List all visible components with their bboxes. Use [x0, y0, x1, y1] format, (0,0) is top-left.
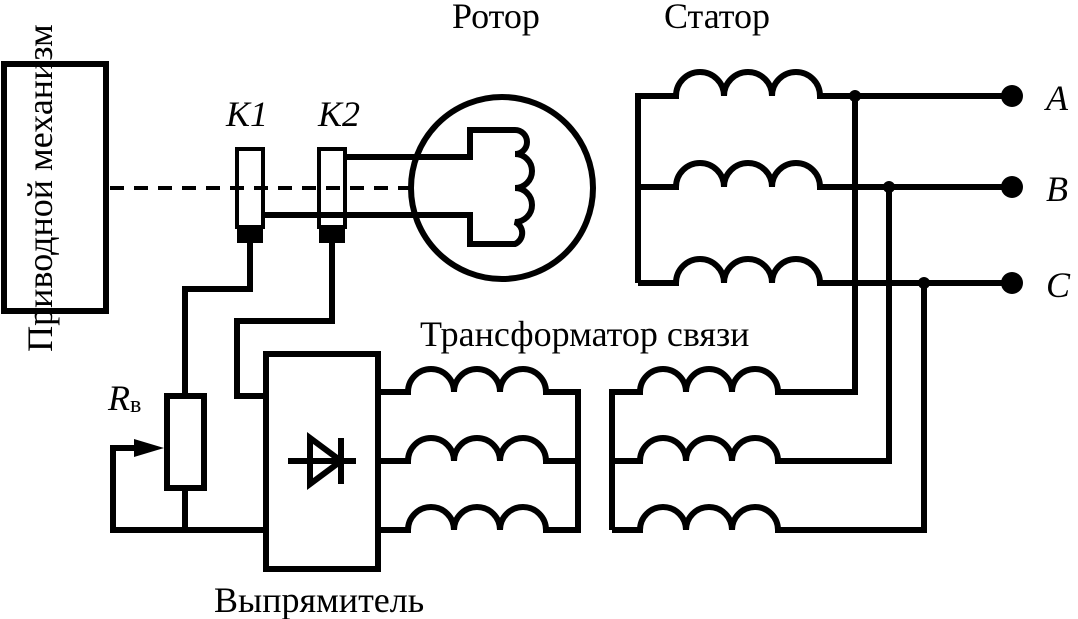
resistor-loop-wire [110, 445, 188, 533]
phase-b-label: B [1046, 169, 1068, 209]
rectifier-label: Выпрямитель [214, 580, 424, 619]
terminal-a [1001, 85, 1023, 107]
rotor-label: Ротор [452, 0, 540, 36]
junction-dot [849, 90, 861, 102]
phase-c-label: C [1046, 265, 1071, 305]
terminal-b [1001, 176, 1023, 198]
resistor-wiper-arrow [134, 439, 164, 457]
wire-k2-rectifier [234, 243, 335, 399]
rotor-winding [263, 127, 535, 247]
k2-label: K2 [317, 94, 360, 134]
phase-a-label: A [1044, 78, 1069, 118]
transformer-winding-left [378, 366, 581, 533]
terminal-c [1001, 272, 1023, 294]
brush-k1 [237, 227, 263, 243]
diode-icon [288, 432, 356, 490]
junction-dot [918, 277, 930, 289]
brush-k2 [319, 227, 345, 243]
drive-mechanism-label: Приводной механизм [20, 24, 60, 352]
stator-windings [635, 69, 1012, 286]
rotor-circle [408, 94, 596, 282]
transformer-label: Трансформатор связи [420, 314, 749, 354]
wire-k1-resistor [182, 243, 253, 396]
drive-mechanism-box [1, 61, 109, 314]
k1-label: K1 [225, 94, 268, 134]
stator-label: Статор [664, 0, 770, 36]
field-resistor [164, 393, 207, 491]
junction-dot [883, 181, 895, 193]
transformer-winding-right [609, 96, 927, 533]
resistor-label: Rв [107, 378, 141, 418]
